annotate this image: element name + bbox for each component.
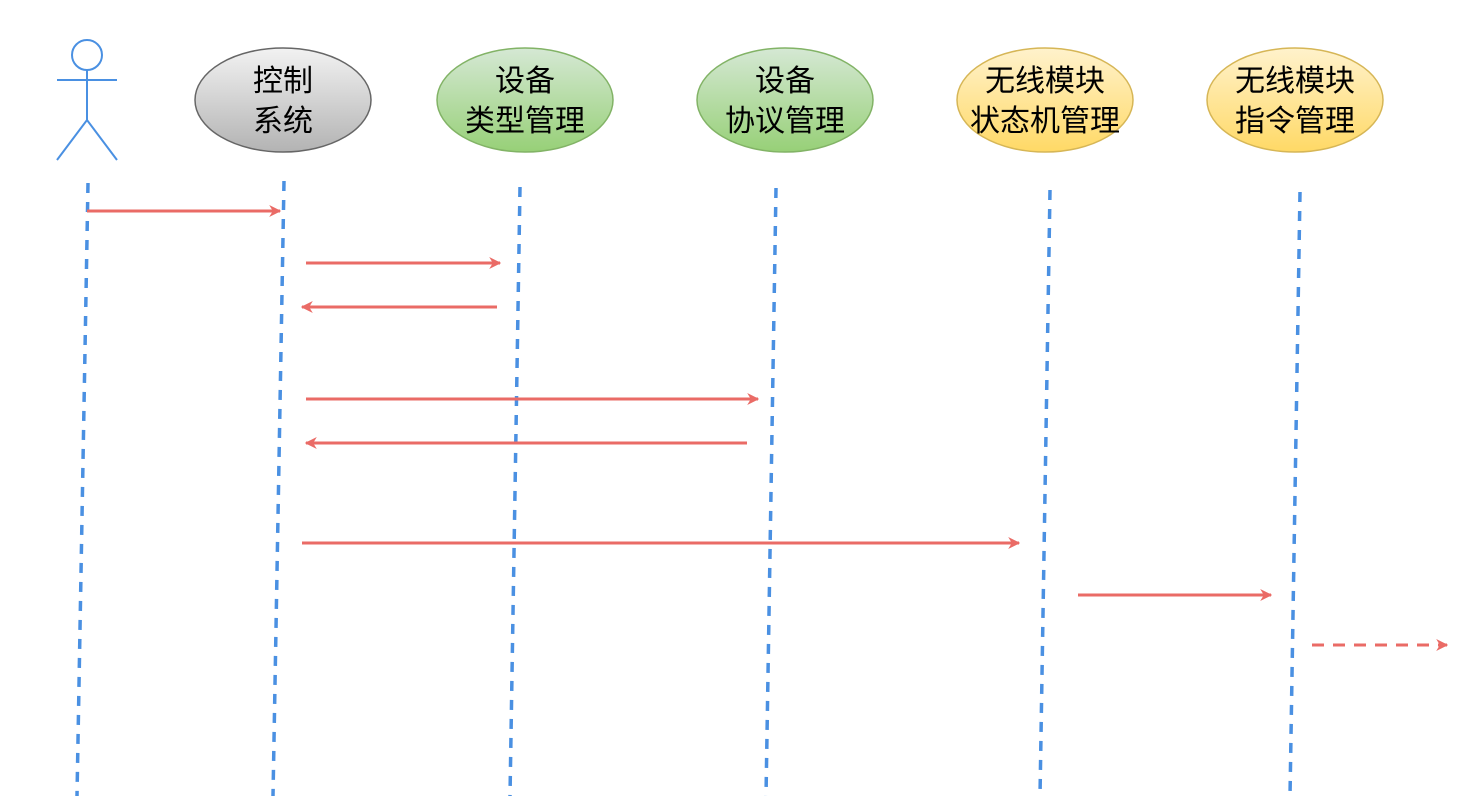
participant-label: 协议管理 — [725, 104, 845, 139]
participant-label: 指令管理 — [1235, 104, 1355, 139]
participant-label: 无线模块 — [1235, 64, 1355, 99]
participant-label: 设备 — [755, 64, 815, 99]
participant-label: 无线模块 — [985, 64, 1105, 99]
participant-ellipse — [436, 47, 614, 153]
participant-label: 状态机管理 — [970, 104, 1120, 139]
participant-ellipse — [696, 47, 874, 153]
participant-ellipse — [956, 47, 1134, 153]
lifeline-user — [75, 182, 90, 797]
participant-label: 设备 — [495, 64, 555, 99]
participant-label: 控制 — [253, 64, 313, 99]
lifeline-control — [271, 180, 286, 797]
lifeline-device-type — [508, 186, 522, 797]
lifeline-wireless-state — [1038, 189, 1052, 797]
lifeline-device-protocol — [764, 187, 778, 797]
participant-label: 系统 — [253, 104, 313, 139]
actor-legs — [56, 118, 118, 161]
participant-user[interactable] — [56, 39, 118, 161]
lifeline-wireless-cmd — [1288, 191, 1302, 797]
actor-head — [71, 39, 103, 71]
participant-ellipse — [194, 47, 372, 153]
participant-label: 类型管理 — [465, 104, 585, 139]
participant-ellipse — [1206, 47, 1384, 153]
